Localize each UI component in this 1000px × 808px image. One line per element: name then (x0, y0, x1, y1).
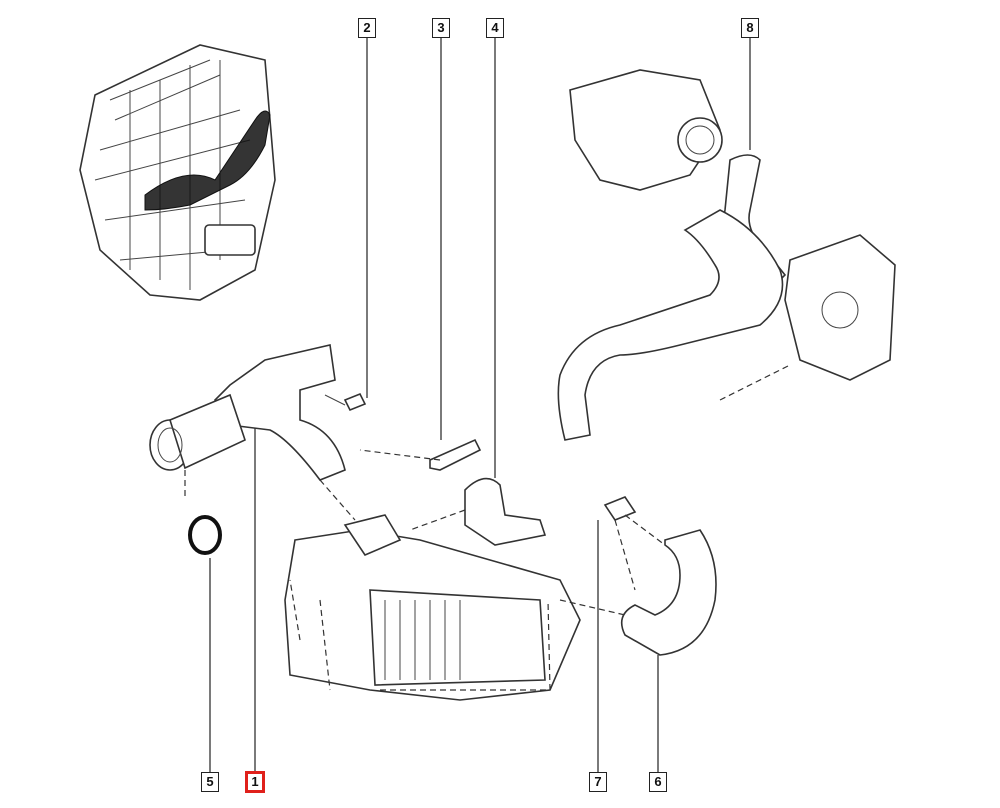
engine-overview-illustration (79, 44, 276, 301)
water-pump-hose-assembly (557, 69, 896, 441)
callout-6[interactable]: 6 (649, 772, 667, 792)
callout-2[interactable]: 2 (358, 18, 376, 38)
callout-7[interactable]: 7 (589, 772, 607, 792)
callout-5[interactable]: 5 (201, 772, 219, 792)
part-7-clip (603, 496, 637, 521)
assembly-guide-lines (184, 449, 666, 691)
egr-cooler (284, 514, 581, 701)
part-4-housing (464, 477, 547, 546)
part-5-o-ring (188, 515, 222, 555)
callout-8[interactable]: 8 (741, 18, 759, 38)
part-6-hose (620, 529, 717, 656)
part-3-clip (429, 438, 482, 471)
callout-1-highlighted[interactable]: 1 (245, 771, 265, 793)
leader-lines (209, 38, 751, 772)
callout-4[interactable]: 4 (486, 18, 504, 38)
part-1-pipe (149, 344, 346, 481)
part-2-bolt (324, 392, 367, 412)
callout-3[interactable]: 3 (432, 18, 450, 38)
